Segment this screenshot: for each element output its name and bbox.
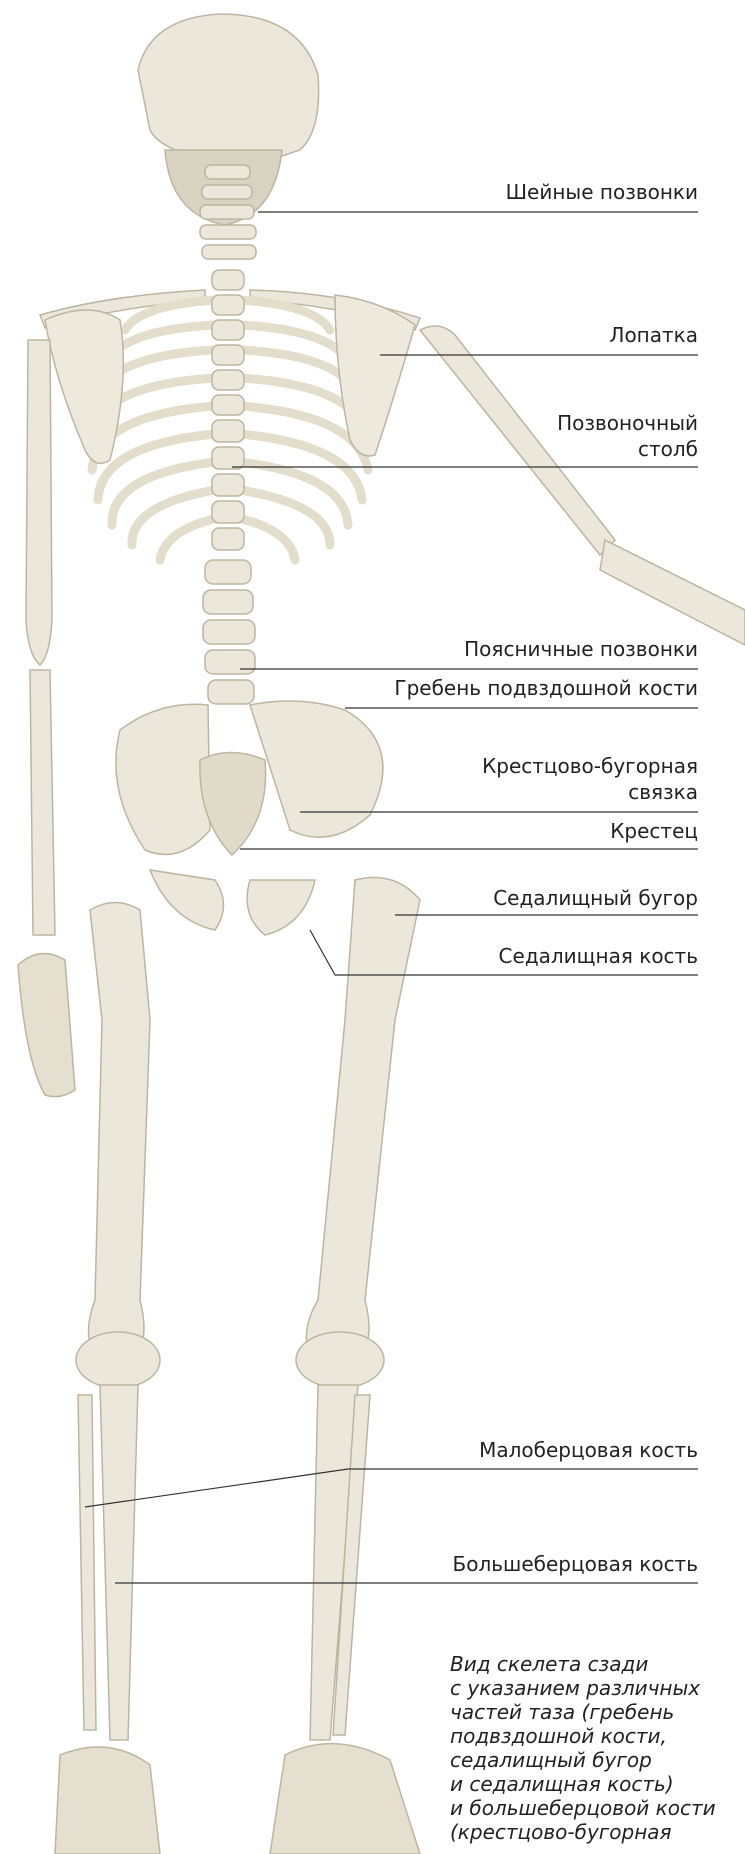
caption-line: и седалищная кость) bbox=[450, 1772, 740, 1796]
label-lumbar-vertebrae: Поясничные позвонки bbox=[464, 636, 698, 662]
label-sacrum: Крестец bbox=[610, 818, 698, 844]
right-ilium bbox=[250, 701, 383, 837]
right-foot bbox=[270, 1744, 420, 1854]
label-scapula: Лопатка bbox=[609, 322, 698, 348]
label-ischial-tuberosity: Седалищный бугор bbox=[493, 885, 698, 911]
sacrum-bone bbox=[200, 753, 266, 856]
leader-fibula bbox=[85, 1469, 698, 1507]
caption-line: подвздошной кости, bbox=[450, 1724, 740, 1748]
caption-line: (крестцово-бугорная bbox=[450, 1820, 740, 1844]
label-vertebral-column-line1: Позвоночный bbox=[557, 410, 698, 436]
caption-line: частей таза (гребень bbox=[450, 1700, 740, 1724]
left-forearm bbox=[30, 670, 55, 935]
label-cervical-vertebrae: Шейные позвонки bbox=[506, 179, 698, 205]
caption-line: с указанием различных bbox=[450, 1676, 740, 1700]
caption-line: и большеберцовой кости bbox=[450, 1796, 740, 1820]
skeleton-illustration bbox=[18, 14, 745, 1854]
left-foot bbox=[55, 1747, 160, 1854]
left-knee bbox=[76, 1332, 160, 1388]
label-ligament-line2: связка bbox=[482, 779, 698, 805]
caption-line: седалищный бугор bbox=[450, 1748, 740, 1772]
left-hand bbox=[18, 954, 75, 1097]
label-iliac-crest: Гребень подвздошной кости bbox=[394, 675, 698, 701]
skull bbox=[138, 14, 319, 160]
vertebral-column bbox=[212, 270, 244, 550]
label-ligament-line1: Крестцово-бугорная bbox=[482, 753, 698, 779]
right-forearm bbox=[600, 540, 745, 645]
right-knee bbox=[296, 1332, 384, 1388]
ischium-right bbox=[247, 880, 315, 935]
left-scapula bbox=[45, 310, 123, 463]
left-humerus bbox=[26, 340, 52, 665]
label-vertebral-column: Позвоночный столб bbox=[557, 410, 698, 462]
left-tibia bbox=[100, 1385, 138, 1740]
ischium-left bbox=[150, 870, 224, 930]
label-tibia: Большеберцовая кость bbox=[453, 1551, 699, 1577]
right-femur bbox=[306, 878, 420, 1356]
label-vertebral-column-line2: столб bbox=[557, 436, 698, 462]
lumbar-vertebrae bbox=[203, 560, 255, 704]
label-ischium: Седалищная кость bbox=[499, 943, 698, 969]
figure-caption: Вид скелета сзади с указанием различных … bbox=[450, 1652, 740, 1844]
label-sacrotuberous-ligament: Крестцово-бугорная связка bbox=[482, 753, 698, 805]
left-fibula bbox=[78, 1395, 96, 1730]
left-ilium bbox=[116, 704, 210, 854]
left-femur bbox=[89, 903, 151, 1356]
caption-line: Вид скелета сзади bbox=[450, 1652, 740, 1676]
label-fibula: Малоберцовая кость bbox=[479, 1437, 698, 1463]
